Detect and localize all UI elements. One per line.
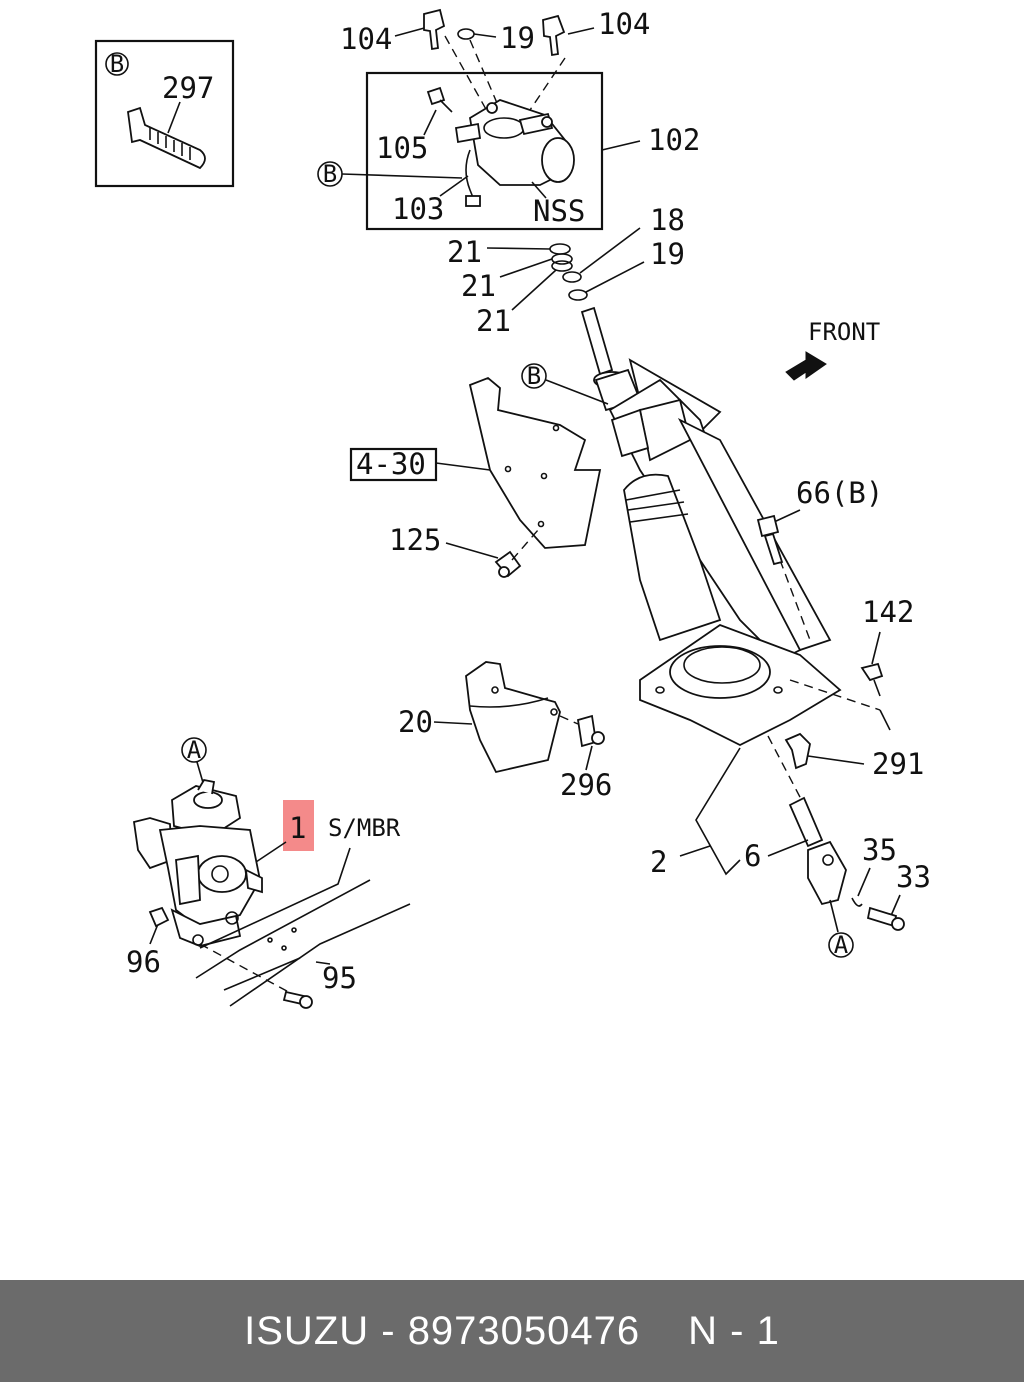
guard-20: 20 296 [398, 661, 612, 802]
footer-bar: ISUZU - 8973050476 N - 1 [0, 1280, 1024, 1382]
washer-stack: 21 21 21 18 19 [447, 203, 685, 338]
callout-6: 6 [744, 839, 761, 873]
callout-96: 96 [126, 945, 161, 979]
steering-gear-1: A 1 S/MBR 96 95 [126, 736, 411, 1009]
callout-19-washer: 19 [650, 237, 685, 271]
fasteners-right: 66(B) 142 291 [756, 476, 924, 781]
ref-marker-b-inset: B [110, 50, 124, 78]
ref-marker-a-joint: A [834, 931, 849, 959]
callout-125: 125 [389, 523, 441, 557]
callout-20: 20 [398, 705, 433, 739]
page-label: N - 1 [688, 1308, 780, 1353]
callout-4-30: 4-30 [356, 447, 426, 481]
callout-66b: 66(B) [796, 476, 883, 510]
callout-35: 35 [862, 833, 897, 867]
callout-296: 296 [560, 768, 612, 802]
parts-diagram: B 297 104 19 104 105 [94, 7, 931, 1009]
callout-95: 95 [322, 961, 357, 995]
column-cover-4-30: 4-30 125 [349, 376, 602, 578]
callout-19-top: 19 [500, 21, 535, 55]
callout-102: 102 [648, 123, 700, 157]
callout-33: 33 [896, 860, 931, 894]
ref-marker-a-gear: A [187, 736, 202, 764]
front-label: FRONT [808, 318, 880, 346]
front-arrow-icon [785, 351, 827, 381]
ref-marker-b-switch: B [323, 160, 337, 188]
callout-297: 297 [162, 71, 214, 105]
callout-smbr: S/MBR [328, 814, 401, 842]
callout-21-a: 21 [447, 235, 482, 269]
callout-142: 142 [862, 595, 914, 629]
callout-104-right: 104 [598, 7, 650, 41]
front-indicator: FRONT [785, 318, 880, 381]
callout-1: 1 [289, 811, 306, 845]
ref-marker-b-column: B [527, 362, 541, 390]
highlight-callout-1 [283, 800, 314, 851]
switch-assembly-102: 104 19 104 105 103 NSS 102 [317, 7, 700, 231]
callout-103: 103 [392, 192, 444, 226]
callout-nss: NSS [533, 194, 585, 228]
callout-291: 291 [872, 747, 924, 781]
callout-104-left: 104 [340, 22, 392, 56]
callout-2: 2 [650, 845, 667, 879]
part-number-label: ISUZU - 8973050476 [244, 1308, 641, 1353]
inset-box-297: B 297 [94, 39, 235, 188]
callout-21-c: 21 [476, 304, 511, 338]
callout-105: 105 [376, 131, 428, 165]
steering-column: B [521, 306, 891, 821]
intermediate-shaft: 2 6 35 33 A [650, 747, 931, 959]
callout-21-b: 21 [461, 269, 496, 303]
callout-18: 18 [650, 203, 685, 237]
